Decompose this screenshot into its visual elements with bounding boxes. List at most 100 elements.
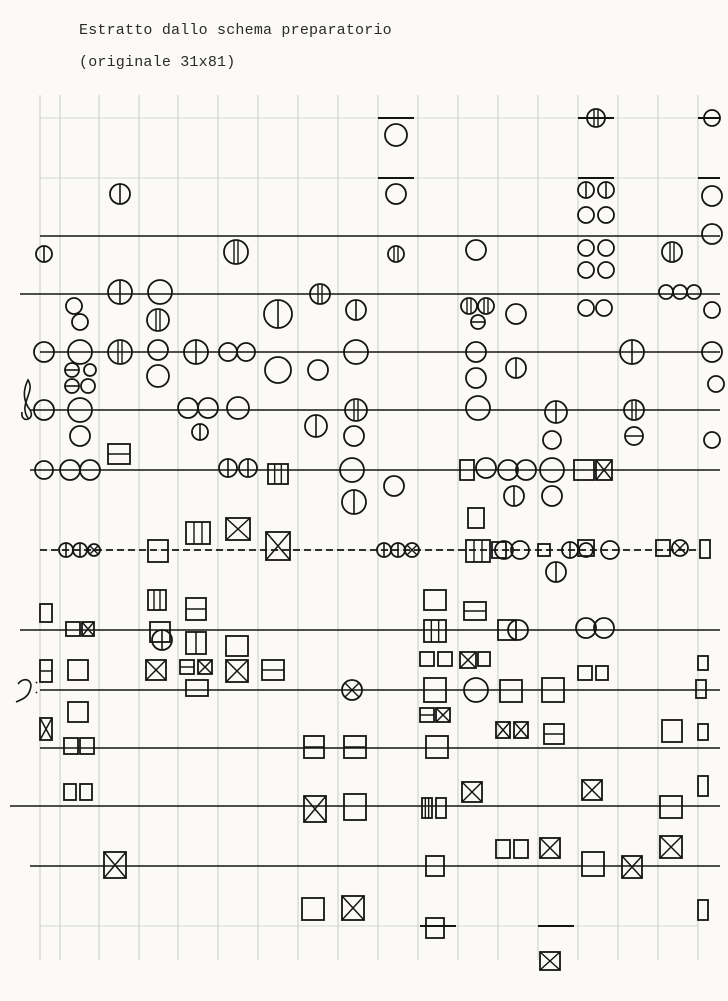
circle-note [345, 299, 367, 321]
circle-outline [307, 359, 329, 381]
square-note [419, 707, 435, 723]
square-note [79, 783, 93, 801]
square-outline [659, 835, 683, 859]
square-outline [467, 507, 485, 529]
square-outline [147, 589, 167, 611]
square-note [477, 651, 491, 667]
treble-clef-icon [21, 378, 33, 421]
square-note [103, 851, 127, 879]
square-outline [513, 721, 529, 739]
square-note [435, 797, 447, 819]
square-note [435, 707, 451, 723]
circle-note [577, 181, 595, 199]
square-note [661, 719, 683, 743]
bass-clef-icon [15, 678, 38, 703]
square-outline [541, 677, 565, 703]
circle-note [577, 299, 595, 317]
square-cross-stroke [539, 951, 561, 971]
circle-note [539, 457, 565, 483]
square-outline [185, 679, 209, 697]
circle-outline [146, 364, 170, 388]
circle-note [465, 367, 487, 389]
square-note [147, 539, 169, 563]
square-note [467, 507, 485, 529]
circle-note [703, 109, 721, 127]
circle-note [183, 339, 209, 365]
circle-note [703, 431, 721, 449]
circle-note [387, 245, 405, 263]
circle-note [67, 339, 93, 365]
circle-outline [541, 485, 563, 507]
square-note [149, 621, 171, 643]
circle-note [264, 356, 292, 384]
square-outline [497, 619, 517, 641]
circle-note [593, 617, 615, 639]
square-outline [495, 839, 511, 859]
square-note [39, 659, 53, 683]
circle-outline [672, 284, 688, 300]
square-outline [197, 659, 213, 675]
circle-outline [465, 395, 491, 421]
circle-outline [578, 542, 594, 558]
square-outline [65, 621, 81, 637]
square-note [145, 659, 167, 681]
square-cross-stroke [81, 621, 95, 637]
square-outline [63, 783, 77, 801]
square-outline [421, 797, 433, 819]
circle-outline [600, 540, 620, 560]
circle-note [339, 457, 365, 483]
note-symbols [33, 108, 725, 971]
circle-note [703, 301, 721, 319]
square-outline [301, 897, 325, 921]
circle-outline [497, 459, 519, 481]
circle-note [309, 283, 331, 305]
square-outline [39, 717, 53, 741]
square-outline [539, 951, 561, 971]
circle-note [72, 542, 88, 558]
circle-note [544, 400, 568, 424]
staff-lines [10, 117, 720, 927]
square-note [267, 463, 289, 485]
circle-cross-stroke [406, 544, 418, 556]
circle-note [35, 245, 53, 263]
square-outline [425, 855, 445, 877]
circle-outline [703, 431, 721, 449]
circle-note [226, 396, 250, 420]
circle-note [577, 239, 595, 257]
circle-outline [577, 261, 595, 279]
square-outline [63, 737, 79, 755]
square-outline [81, 621, 95, 637]
circle-note [33, 341, 55, 363]
circle-note [83, 363, 97, 377]
square-outline [343, 793, 367, 821]
circle-outline [593, 617, 615, 639]
circle-outline [701, 223, 723, 245]
circle-note [87, 543, 101, 557]
caption-original-size: (originale 31x81) [79, 54, 236, 71]
square-note [265, 531, 291, 561]
square-cross-stroke [539, 837, 561, 859]
square-note [463, 601, 487, 621]
circle-note [463, 677, 489, 703]
circle-outline [707, 375, 725, 393]
square-note [343, 793, 367, 821]
circle-outline [507, 619, 529, 641]
circle-outline [339, 457, 365, 483]
circle-outline [595, 299, 613, 317]
square-cross-stroke [495, 721, 511, 739]
circle-note [619, 339, 645, 365]
square-outline [581, 779, 603, 801]
circle-outline [343, 425, 365, 447]
circle-note [507, 619, 529, 641]
circle-note [65, 297, 83, 315]
circle-note [147, 339, 169, 361]
circle-outline [309, 283, 331, 305]
circle-note [344, 398, 368, 422]
circle-outline [463, 677, 489, 703]
square-outline [435, 797, 447, 819]
circle-note [475, 457, 497, 479]
square-note [437, 651, 453, 667]
square-outline [437, 651, 453, 667]
square-note [581, 779, 603, 801]
circle-note [661, 241, 683, 263]
